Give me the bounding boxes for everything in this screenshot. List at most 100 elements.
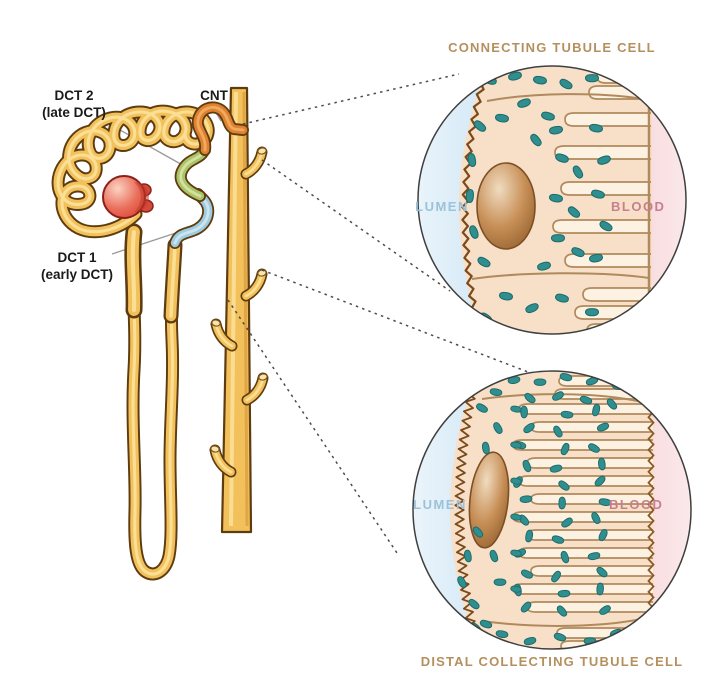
mitochondrion bbox=[522, 459, 532, 473]
mitochondrion bbox=[493, 422, 503, 434]
mitochondrion bbox=[463, 549, 472, 563]
mitochondrion bbox=[476, 403, 488, 413]
mitochondrion bbox=[469, 225, 479, 239]
mitochondrion bbox=[524, 392, 536, 404]
mitochondrion bbox=[560, 410, 574, 419]
top-inset-circle-outline bbox=[417, 65, 687, 335]
mitochondrion bbox=[606, 398, 618, 410]
mitochondrion bbox=[549, 125, 563, 135]
mitochondrion bbox=[457, 576, 467, 588]
mitochondrion bbox=[560, 442, 570, 456]
mitochondrion bbox=[584, 308, 600, 317]
callout-line-bottom-b bbox=[227, 299, 400, 557]
mitochondrion bbox=[525, 303, 539, 314]
mitochondrion bbox=[549, 464, 563, 473]
dct2-label-line1: DCT 2 bbox=[54, 88, 94, 103]
mitochondrion bbox=[598, 457, 606, 471]
mitochondrion bbox=[555, 153, 569, 163]
mitochondrion bbox=[551, 535, 565, 544]
mitochondrion bbox=[489, 388, 503, 397]
mitochondrion bbox=[592, 403, 601, 417]
top-cell-border-upper bbox=[486, 93, 650, 102]
bottom-cell-border-upper bbox=[481, 393, 651, 405]
top-inset-title: CONNECTING TUBULE CELL bbox=[448, 40, 656, 55]
mitochondrion bbox=[556, 605, 568, 617]
mitochondrion bbox=[559, 373, 573, 382]
loop-of-henle bbox=[124, 223, 183, 581]
bottom-lumen-label: LUMEN bbox=[413, 497, 467, 512]
mitochondrion bbox=[571, 247, 585, 258]
bottom-cell-border-lower bbox=[481, 616, 651, 627]
mitochondrion bbox=[589, 123, 603, 133]
mitochondrion bbox=[599, 605, 611, 615]
mitochondrion bbox=[587, 552, 601, 561]
mitochondrion bbox=[510, 585, 522, 593]
callout-line-top-a bbox=[242, 73, 460, 125]
mitochondrion bbox=[533, 75, 547, 85]
mitochondrion bbox=[473, 120, 487, 132]
dct1-label-line1: DCT 1 bbox=[57, 250, 97, 265]
bottom-blood-label: BLOOD bbox=[609, 497, 664, 512]
mitochondrion bbox=[549, 193, 563, 203]
mitochondrion bbox=[585, 376, 599, 386]
bottom-inset-distal-collecting-tubule-cell bbox=[412, 370, 692, 650]
mitochondrion bbox=[467, 153, 477, 167]
mitochondrion bbox=[517, 98, 531, 108]
mitochondrion bbox=[520, 601, 532, 613]
mitochondrion bbox=[541, 111, 555, 121]
bottom-nucleus bbox=[468, 451, 510, 549]
dct2-segment-green bbox=[174, 142, 211, 202]
mitochondrion bbox=[598, 528, 608, 542]
mitochondrion bbox=[495, 113, 509, 123]
bottom-basal-comb-edge bbox=[647, 371, 655, 649]
nephron-diagram bbox=[51, 86, 269, 581]
mitochondrion bbox=[591, 189, 605, 199]
mitochondrion bbox=[481, 441, 490, 455]
mitochondrion bbox=[558, 496, 566, 510]
dct1-segment-blue bbox=[169, 188, 215, 249]
mitochondrion bbox=[550, 234, 566, 243]
mitochondrion bbox=[519, 495, 533, 503]
mitochondrion bbox=[477, 256, 491, 268]
mitochondrion bbox=[594, 475, 606, 487]
bottom-mitochondria bbox=[457, 373, 625, 646]
mitochondrion bbox=[472, 526, 484, 538]
mitochondrion bbox=[537, 261, 551, 271]
distal-segments bbox=[169, 101, 249, 249]
mitochondrion bbox=[510, 405, 522, 413]
glomerulus bbox=[102, 175, 154, 219]
mitochondrion bbox=[530, 133, 542, 147]
mitochondrion bbox=[597, 155, 611, 165]
mitochondrion bbox=[591, 512, 601, 524]
top-mitochondria bbox=[465, 71, 613, 324]
mitochondrion bbox=[561, 517, 573, 528]
mitochondrion bbox=[551, 570, 561, 583]
mitochondrion bbox=[499, 291, 513, 301]
top-lumen-label: LUMEN bbox=[415, 199, 469, 214]
mitochondrion bbox=[508, 71, 522, 81]
mitochondrion bbox=[525, 529, 534, 543]
mitochondrion bbox=[555, 293, 569, 303]
collecting-duct bbox=[220, 86, 253, 534]
mitochondrion bbox=[588, 443, 600, 453]
mitochondrion bbox=[533, 378, 547, 386]
mitochondrion bbox=[557, 589, 571, 598]
mitochondrion bbox=[560, 550, 570, 564]
bottom-inset-circle-outline bbox=[412, 370, 692, 650]
mitochondrion bbox=[510, 441, 522, 449]
cnt-label: CNT bbox=[200, 88, 228, 103]
mitochondrion bbox=[596, 422, 610, 432]
mitochondrion bbox=[495, 630, 509, 639]
mitochondrion bbox=[584, 74, 600, 83]
dct2-label-line2: (late DCT) bbox=[42, 105, 106, 120]
mitochondrion bbox=[468, 598, 480, 610]
mitochondrion bbox=[553, 632, 567, 642]
zoom-callout-lines bbox=[227, 73, 529, 557]
mitochondrion bbox=[520, 569, 533, 579]
mitochondrion bbox=[552, 391, 564, 401]
top-cell-border-lower bbox=[471, 272, 650, 280]
mitochondrion bbox=[510, 477, 522, 485]
top-nucleus bbox=[476, 162, 536, 250]
